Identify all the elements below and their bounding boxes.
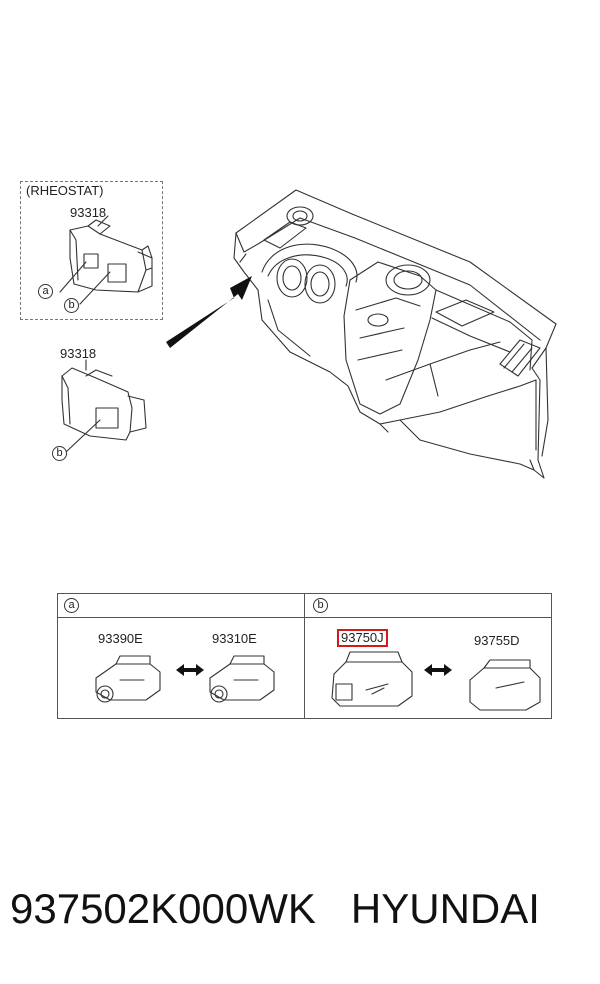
leader-93318-1 — [97, 215, 109, 227]
leader-a — [59, 261, 87, 293]
rheostat-switch-drawing — [69, 219, 153, 293]
switch-drawing — [61, 367, 147, 441]
callout-b-second: b — [52, 446, 67, 461]
table-key-b: b — [313, 598, 328, 613]
leader-b2 — [65, 419, 101, 453]
part-label-93310e: 93310E — [212, 631, 257, 646]
callout-b: b — [64, 298, 79, 313]
rheostat-label: (RHEOSTAT) — [26, 183, 104, 198]
callout-a: a — [38, 284, 53, 299]
switch-93310e-drawing — [209, 655, 275, 703]
pointer-arrow-icon — [166, 276, 252, 348]
footer-caption: 937502K000WK HYUNDAI — [10, 885, 590, 933]
table-key-a: a — [64, 598, 79, 613]
switch-93755d-drawing — [469, 659, 541, 711]
switch-93750j-drawing — [331, 651, 413, 707]
part-label-93318: 93318 — [60, 346, 97, 361]
leader-b — [79, 271, 111, 305]
dashboard-drawing — [233, 189, 557, 479]
part-label-93755d: 93755D — [474, 633, 520, 648]
rheostat-group-box — [20, 181, 163, 320]
part-label-93390e: 93390E — [98, 631, 143, 646]
double-arrow-icon — [176, 664, 452, 676]
footer-brand: HYUNDAI — [350, 885, 540, 932]
table-column-divider — [304, 593, 305, 719]
footer-part-number: 937502K000WK — [10, 885, 316, 932]
part-label-93318-rheostat: 93318 — [70, 205, 107, 220]
part-label-93750j-highlighted: 93750J — [337, 629, 388, 647]
switch-93390e-drawing — [95, 655, 161, 703]
